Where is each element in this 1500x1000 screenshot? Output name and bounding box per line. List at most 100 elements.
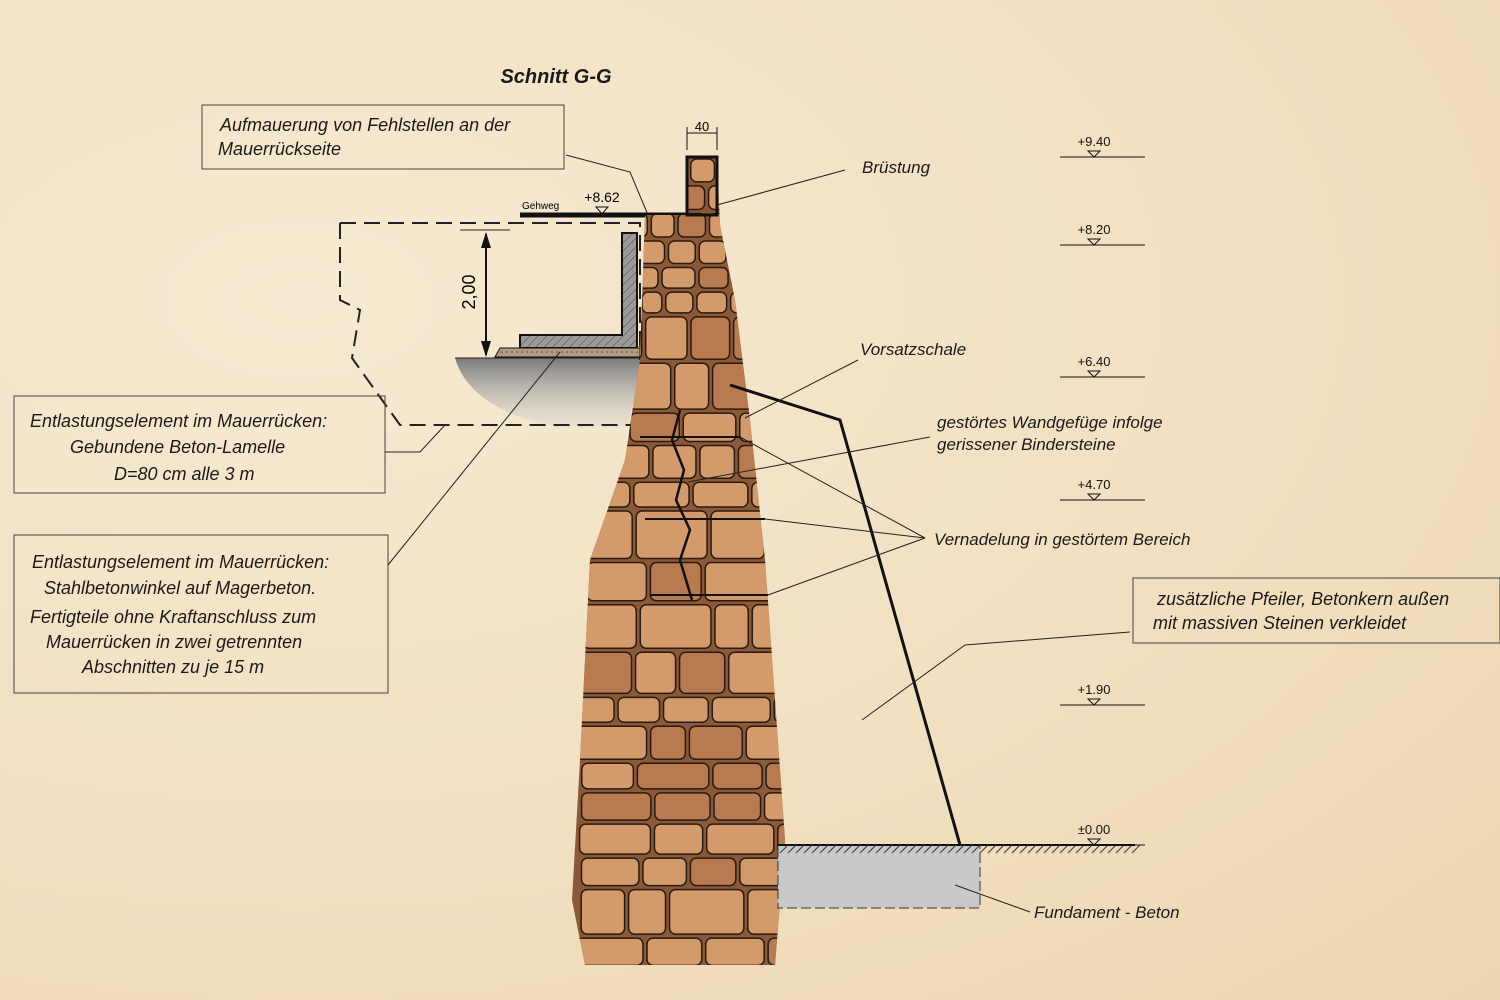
level-marker: +9.40 (1060, 134, 1145, 158)
stone (580, 857, 640, 887)
stone (654, 969, 705, 1000)
walkway-level: +8.62 (584, 189, 620, 205)
stone (656, 158, 688, 183)
stone (787, 267, 819, 288)
stone (574, 937, 644, 965)
stone (707, 185, 736, 211)
stone (652, 444, 697, 479)
stone (783, 561, 785, 602)
stone (692, 481, 749, 508)
callout-pfeiler: zusätzliche Pfeiler, Betonkern außen mit… (861, 577, 1500, 721)
stone (581, 762, 635, 790)
stone (752, 158, 783, 183)
callout-text: zusätzliche Pfeiler, Betonkern außen (1156, 589, 1449, 609)
stone (712, 762, 763, 790)
level-value: +4.70 (1078, 477, 1111, 492)
backfill-relief-structure: 2,00 (339, 222, 641, 428)
stone (572, 240, 589, 265)
callout-text: Gebundene Beton-Lamelle (70, 437, 285, 457)
callout-text: Entlastungselement im Mauerrücken: (32, 552, 329, 572)
stone (585, 291, 606, 314)
stone (698, 240, 727, 265)
label-vorsatzschale: Vorsatzschale (860, 340, 966, 359)
stone (759, 266, 784, 289)
callout-aufmauerung: Aufmauerung von Fehlstellen an der Mauer… (201, 104, 649, 216)
stone (634, 651, 677, 695)
stone (627, 888, 667, 935)
stone (739, 857, 785, 887)
stone (714, 603, 750, 649)
callout-text: Abschnitten zu je 15 m (81, 657, 264, 677)
label-wandgefuege: gerissener Bindersteine (937, 435, 1116, 454)
stone (698, 266, 729, 289)
stone (729, 240, 758, 265)
stone (727, 651, 785, 695)
stone (767, 510, 785, 560)
stone (729, 291, 752, 314)
stone (642, 857, 688, 887)
stone (771, 316, 785, 360)
anchor-needles (640, 436, 768, 596)
callout-text: Mauerrücken in zwei getrennten (46, 632, 302, 652)
stone (578, 481, 631, 508)
labels-right: Brüstung Vorsatzschale gestörtes Wandgef… (687, 158, 1190, 922)
stone (580, 792, 652, 821)
label-fundament: Fundament - Beton (1034, 903, 1180, 922)
stone (635, 510, 708, 560)
stone (732, 316, 770, 360)
stone (705, 823, 775, 855)
stone (632, 158, 654, 183)
height-dimension: 2,00 (459, 274, 479, 309)
stone (745, 725, 785, 760)
stone (572, 651, 633, 695)
stone (617, 696, 661, 724)
callout-text: Entlastungselement im Mauerrücken: (30, 411, 327, 431)
stone (779, 212, 785, 238)
level-marker: +8.20 (1060, 222, 1145, 246)
parapet-width-dimension: 40 (686, 119, 718, 150)
stone (774, 412, 785, 443)
stone (689, 158, 716, 183)
level-value: +9.40 (1078, 134, 1111, 149)
stone (751, 603, 785, 649)
stone (580, 888, 626, 935)
stone (677, 212, 707, 238)
stone (678, 651, 726, 695)
callout-text: mit massiven Steinen verkleidet (1153, 613, 1407, 633)
stone (767, 937, 785, 965)
stone (661, 266, 696, 289)
level-markers: +9.40+8.20+6.40+4.70+1.90±0.00 (1060, 134, 1145, 846)
stone (636, 762, 710, 790)
stone (710, 969, 761, 1000)
stone (581, 266, 619, 289)
stone (708, 212, 741, 238)
stone (574, 725, 648, 760)
pillar-outline (729, 383, 962, 846)
stone (757, 362, 785, 410)
stone (699, 444, 736, 479)
stone (650, 212, 675, 238)
stone (665, 291, 694, 314)
stone (763, 792, 785, 821)
svg-text:40: 40 (695, 119, 709, 134)
walkway-label: Gehweg (522, 201, 559, 212)
stone (682, 412, 737, 443)
concrete-angle-element (519, 232, 638, 349)
level-marker: ±0.00 (1060, 822, 1145, 846)
callout-text: Fertigteile ohne Kraftanschluss zum (30, 607, 316, 627)
level-value: +6.40 (1078, 354, 1111, 369)
stone (711, 696, 771, 724)
stone (760, 240, 785, 265)
stone (642, 185, 665, 211)
stone (742, 212, 778, 238)
stone (737, 444, 774, 479)
stone (717, 158, 751, 183)
stone (765, 762, 785, 790)
callout-text: D=80 cm alle 3 m (114, 464, 255, 484)
callout-winkel: Entlastungselement im Mauerrücken: Stahl… (13, 351, 561, 694)
stone (795, 292, 813, 313)
label-wandgefuege: gestörtes Wandgefüge infolge (937, 413, 1163, 432)
stone (641, 291, 663, 314)
callout-lamelle: Entlastungselement im Mauerrücken: Gebun… (13, 395, 446, 494)
